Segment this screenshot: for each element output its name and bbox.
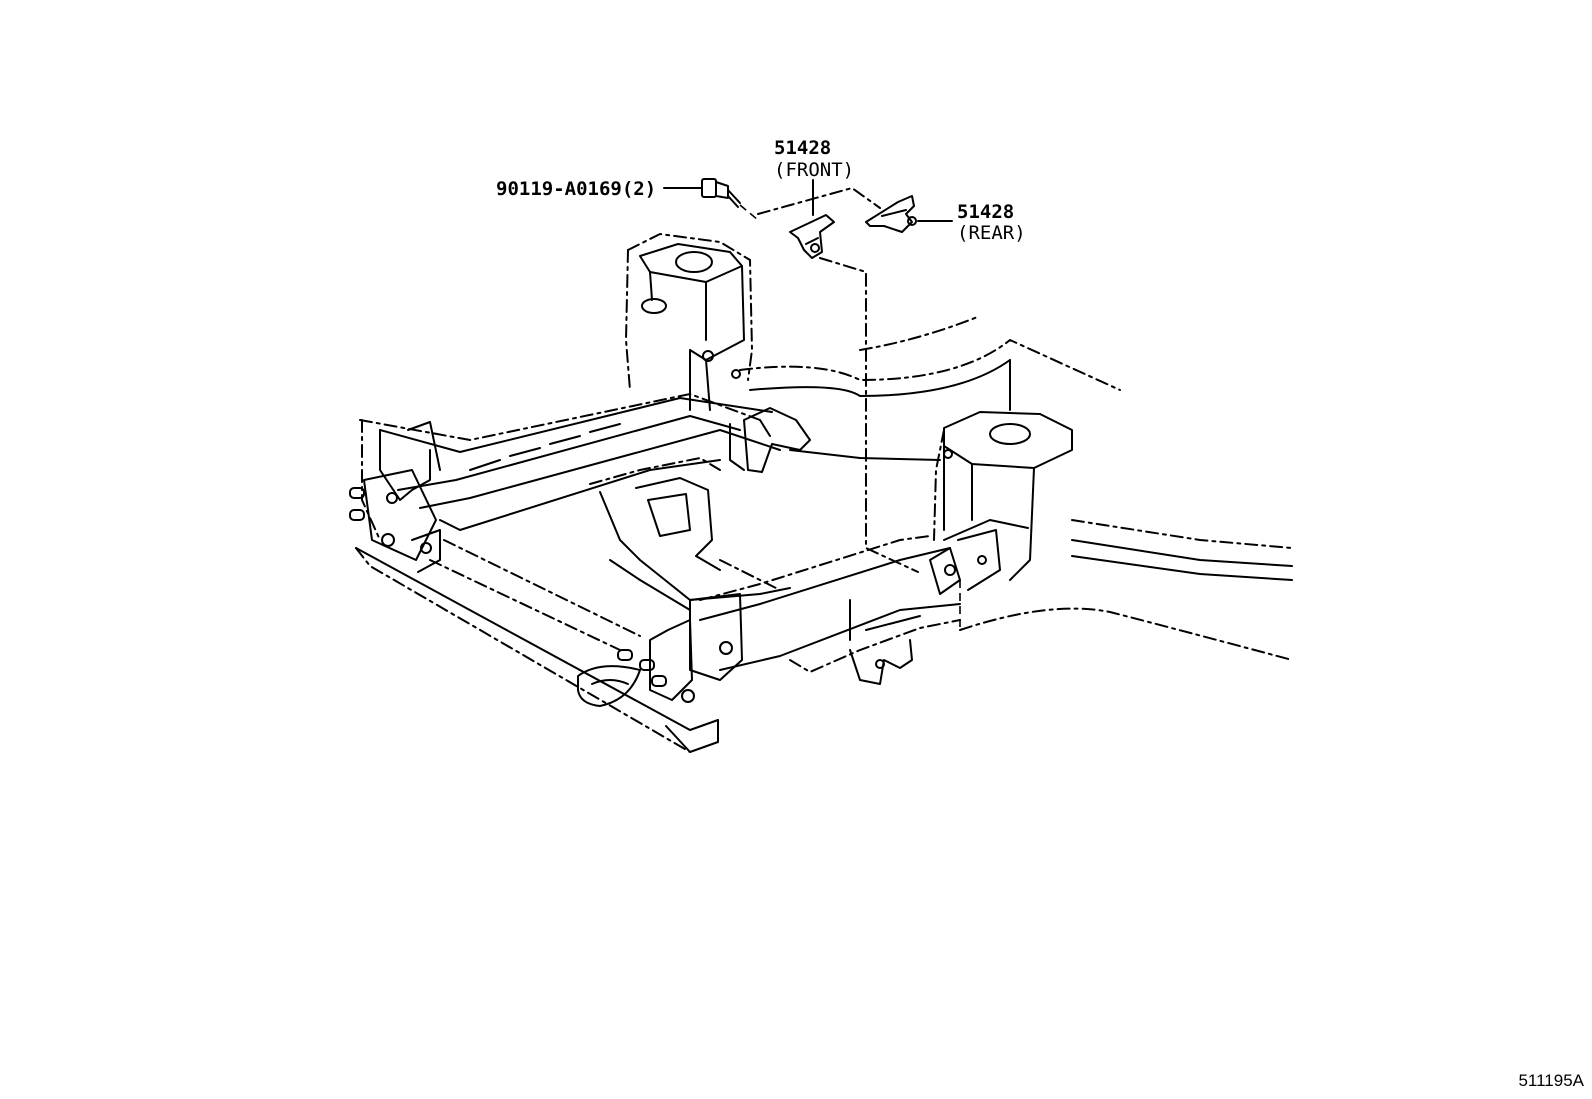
front-bracket-icon[interactable] bbox=[789, 214, 835, 259]
left-shock-tower bbox=[624, 232, 754, 411]
vehicle-frame bbox=[349, 232, 1293, 753]
body-contours bbox=[739, 315, 1293, 661]
front-crossmember-bracket bbox=[729, 407, 811, 473]
installation-guide-lines bbox=[757, 186, 919, 573]
side-rail bbox=[699, 535, 961, 685]
rear-bracket-qualifier: (REAR) bbox=[957, 222, 1026, 244]
front-bracket-qualifier: (FRONT) bbox=[774, 159, 854, 181]
center-frame bbox=[589, 456, 791, 611]
bolt-icon[interactable] bbox=[701, 178, 759, 221]
rear-bracket-icon[interactable] bbox=[865, 195, 917, 233]
leader-lines bbox=[663, 179, 953, 222]
right-shock-tower bbox=[929, 359, 1073, 630]
left-front-mount bbox=[349, 419, 441, 573]
rear-bracket-part-number[interactable]: 51428 bbox=[957, 201, 1014, 223]
diagram-id: 511195A bbox=[1518, 1071, 1584, 1090]
bolt-part-number[interactable]: 90119-A0169(2) bbox=[496, 178, 656, 200]
front-cross-member bbox=[359, 392, 781, 531]
front-lower-beam bbox=[355, 539, 719, 753]
left-rear-mount bbox=[577, 593, 743, 707]
front-bracket-part-number[interactable]: 51428 bbox=[774, 137, 831, 159]
